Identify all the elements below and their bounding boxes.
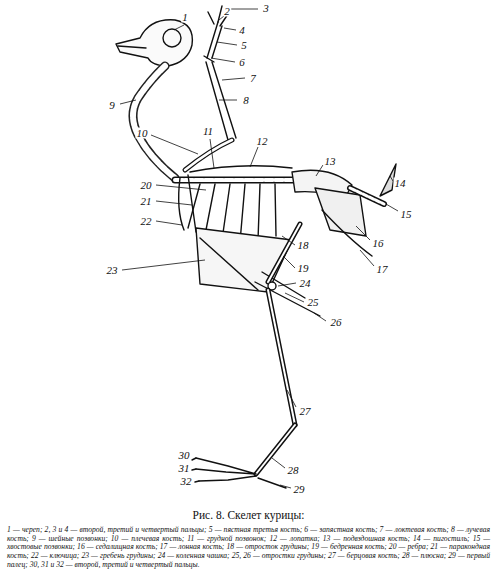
callout-number: 10 (136, 128, 149, 139)
callout-number: 23 (106, 265, 119, 276)
callout-number: 22 (140, 216, 153, 227)
callout-number: 1 (181, 12, 189, 23)
callout-number: 8 (242, 95, 250, 106)
callout-number: 19 (297, 263, 310, 274)
callout-number: 26 (330, 317, 343, 328)
callout-number: 2 (223, 6, 231, 17)
callout-number: 14 (394, 178, 407, 189)
callout-number: 17 (376, 264, 389, 275)
callout-number: 3 (262, 3, 270, 14)
callout-number: 7 (249, 73, 257, 84)
callout-number: 29 (293, 484, 306, 495)
callout-number: 30 (178, 450, 191, 461)
callout-number: 31 (178, 463, 191, 474)
callout-number: 16 (372, 238, 385, 249)
callout-number: 25 (307, 297, 320, 308)
callout-number: 21 (140, 196, 153, 207)
callout-number: 11 (202, 126, 214, 137)
figure-caption: 1 — череп; 2, 3 и 4 — второй, третий и ч… (7, 526, 490, 570)
callout-number: 27 (299, 406, 312, 417)
callout-number: 15 (400, 209, 413, 220)
figure-title: Рис. 8. Скелет курицы: (0, 509, 497, 523)
callout-number: 32 (180, 476, 193, 487)
callout-number: 13 (324, 156, 337, 167)
callout-number: 24 (299, 278, 312, 289)
callout-number: 12 (256, 136, 269, 147)
callout-number: 28 (287, 465, 300, 476)
callout-number: 6 (238, 57, 246, 68)
callout-number: 20 (140, 180, 153, 191)
callout-number: 5 (240, 40, 248, 51)
callout-number: 9 (108, 100, 116, 111)
callout-number: 18 (297, 240, 310, 251)
callout-number: 4 (238, 25, 246, 36)
